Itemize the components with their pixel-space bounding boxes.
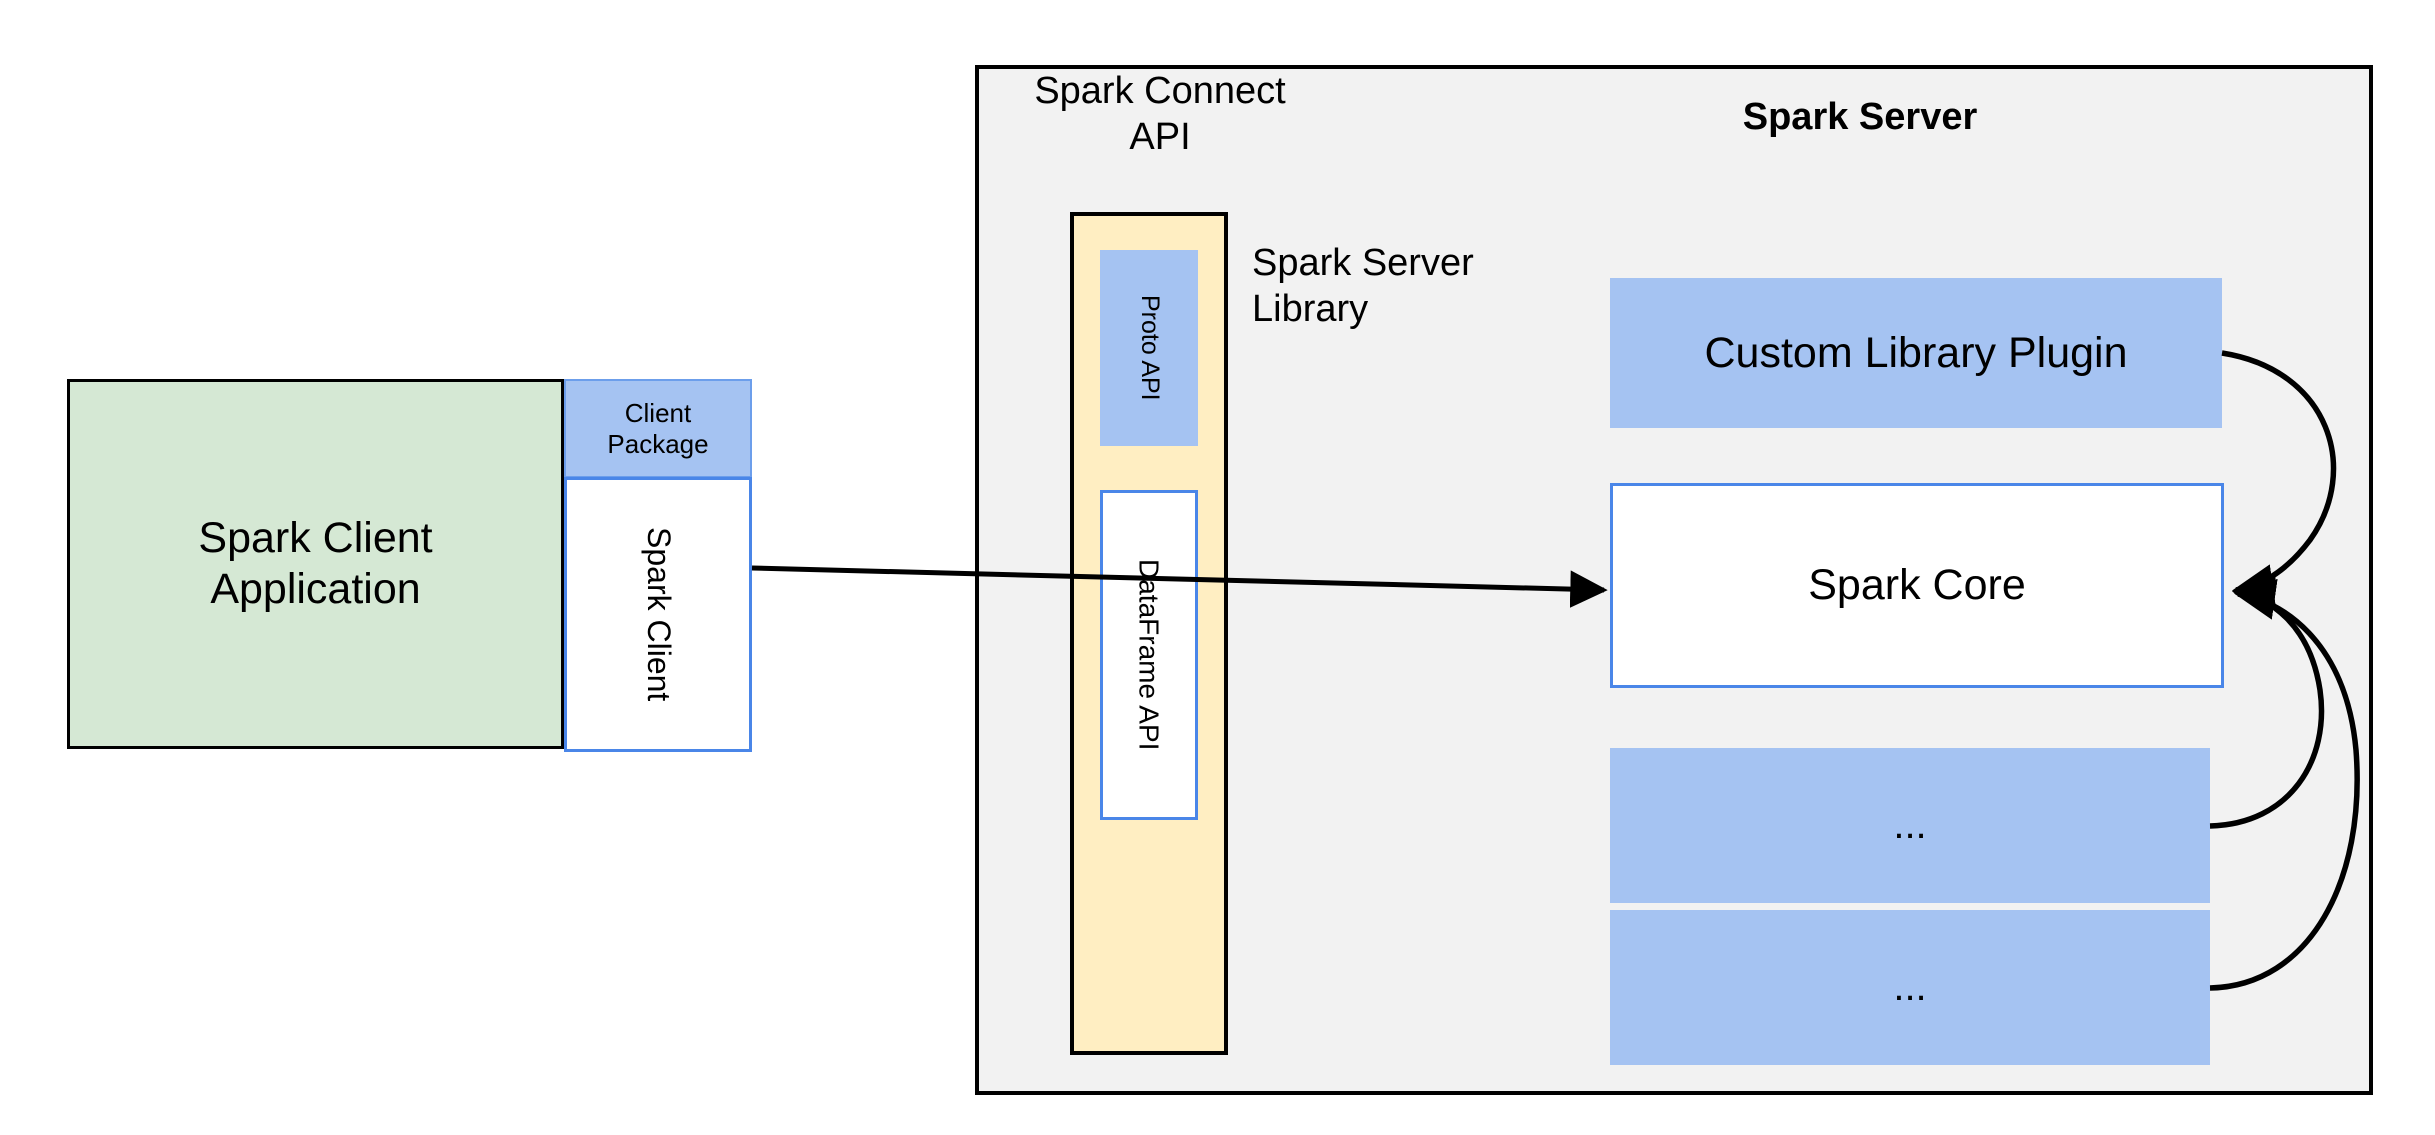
dataframe-api-label: DataFrame API <box>1133 559 1165 751</box>
spark-server-library-label: Spark Server Library <box>1252 240 1582 333</box>
custom-library-plugin-label: Custom Library Plugin <box>1704 328 2128 377</box>
additional-plugin-label-1: ... <box>1893 802 1927 847</box>
spark-connect-api-title-line1: Spark Connect <box>1034 70 1286 112</box>
additional-plugin-box-2: ... <box>1610 910 2210 1065</box>
spark-connect-api-title-line2: API <box>1129 116 1191 159</box>
custom-library-plugin-box: Custom Library Plugin <box>1610 278 2222 428</box>
spark-client-application-box: Spark Client Application <box>67 379 564 749</box>
spark-server-library-label-line2: Library <box>1252 288 1369 331</box>
proto-api-label: Proto API <box>1135 295 1164 401</box>
additional-plugin-box-1: ... <box>1610 748 2210 903</box>
spark-client-application-label-line2: Application <box>210 565 421 613</box>
spark-server-title: Spark Server <box>1742 96 1978 138</box>
spark-client-application-label: Spark Client Application <box>184 513 446 614</box>
spark-server-library-label-line1: Spark Server <box>1252 242 1474 284</box>
spark-client-application-label-line1: Spark Client <box>198 514 433 563</box>
client-package-label: Client Package <box>607 398 708 459</box>
spark-core-label: Spark Core <box>1808 561 2026 610</box>
spark-client-label: Spark Client <box>640 527 677 702</box>
client-package-box: Client Package <box>564 379 752 478</box>
additional-plugin-label-2: ... <box>1893 964 1927 1009</box>
proto-api-box: Proto API <box>1100 250 1198 446</box>
spark-client-box: Spark Client <box>564 477 752 752</box>
spark-connect-api-title: Spark Connect API <box>1010 68 1310 161</box>
client-package-label-line1: Client <box>624 397 692 428</box>
dataframe-api-box: DataFrame API <box>1100 490 1198 820</box>
client-package-label-line2: Package <box>607 428 709 459</box>
spark-core-box: Spark Core <box>1610 483 2224 688</box>
